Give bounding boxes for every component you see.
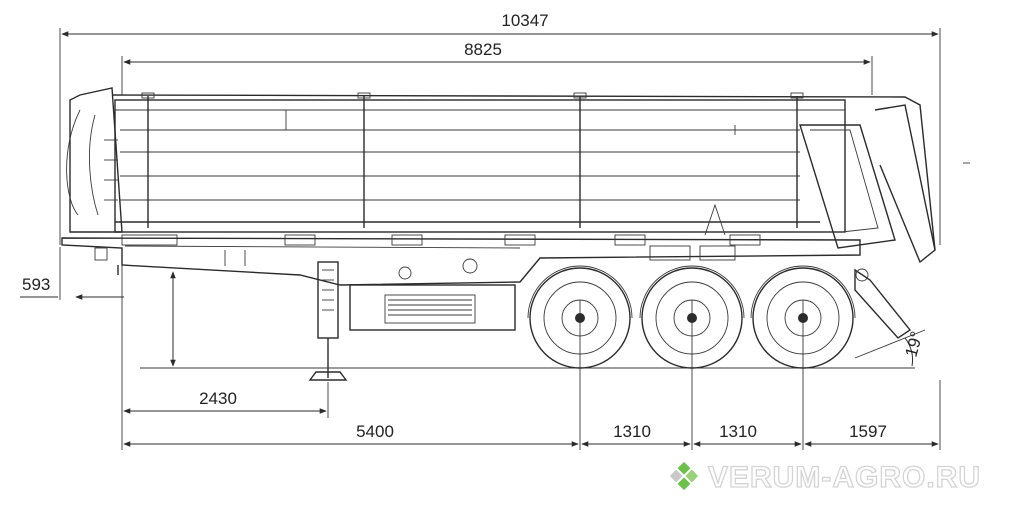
dimension-axle-chain: 5400 1310 1310 1597 — [123, 300, 941, 450]
watermark-logo: VERUM-AGRO.RU — [669, 460, 981, 495]
body-length-label: 8825 — [464, 40, 502, 59]
axle-spacing-2-label: 1310 — [719, 422, 757, 441]
dimension-overall-length: 10347 — [59, 11, 941, 245]
rear-overhang-label: 1597 — [849, 422, 887, 441]
dimension-kingpin-to-landing-gear: 2430 — [123, 382, 329, 418]
kingpin-to-axle-label: 5400 — [356, 422, 394, 441]
dimension-body-length: 8825 — [121, 40, 873, 95]
tipper-body — [66, 87, 936, 264]
landing-gear-distance-label: 2430 — [199, 389, 237, 408]
chassis-frame — [61, 203, 861, 331]
axle-wheel-3 — [750, 265, 856, 369]
axle-wheel-1 — [527, 265, 633, 369]
axle-spacing-1-label: 1310 — [613, 422, 651, 441]
watermark-text: VERUM-AGRO.RU — [708, 461, 981, 494]
landing-gear — [308, 261, 348, 381]
rear-underrun-guard — [854, 268, 912, 339]
front-overhang-label: 593 — [22, 275, 50, 294]
axle-wheel-2 — [639, 265, 745, 369]
dimension-departure-angle: 19° — [854, 162, 970, 367]
dimension-front-overhang: 593 — [20, 247, 124, 450]
logo-icon — [669, 461, 699, 491]
overall-length-label: 10347 — [501, 11, 548, 30]
dimension-kingpin-height — [140, 271, 915, 369]
